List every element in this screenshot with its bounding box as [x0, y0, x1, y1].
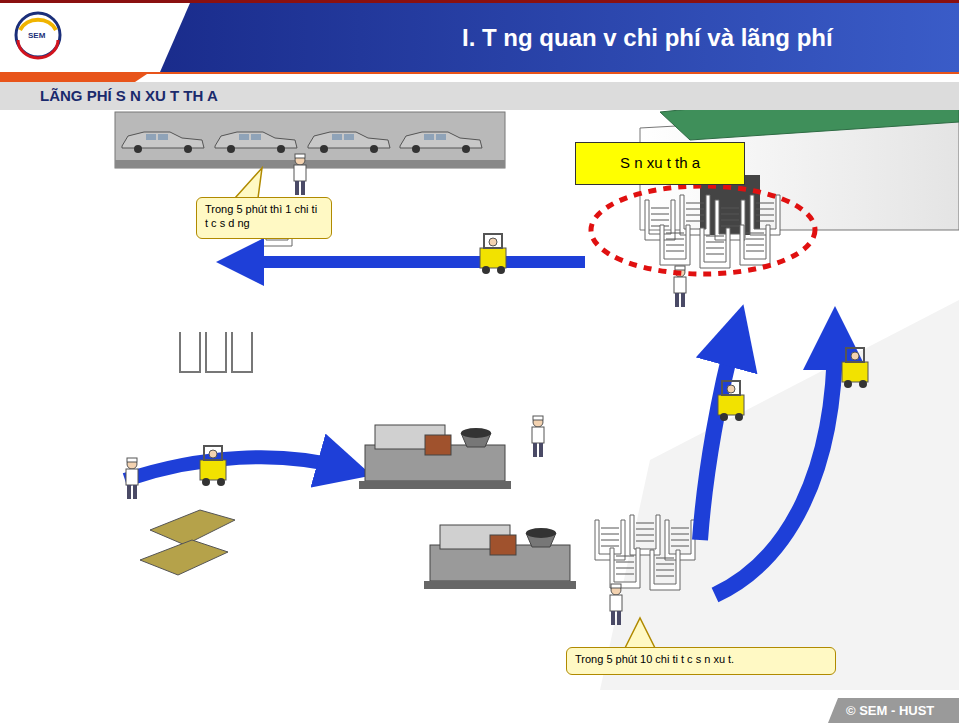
footer-text: © SEM - HUST: [846, 703, 934, 718]
node-text: Trong 5 phút thì 1 chi ti t c s d ng: [197, 198, 331, 236]
logo-text: SEM: [28, 31, 45, 40]
highlight-box: S n xu t th a: [575, 142, 745, 185]
slide-title: I. T ng quan v chi phí và lãng phí: [462, 24, 833, 52]
callout-box: Trong 5 phút thì 1 chi ti t c s d ng: [196, 197, 332, 239]
node-text: LÃNG PHÍ S N XU T TH A: [0, 82, 959, 104]
node-text: S n xu t th a: [576, 143, 744, 182]
section-band: LÃNG PHÍ S N XU T TH A: [0, 82, 959, 110]
node-text: Trong 5 phút 10 chi ti t c s n xu t.: [567, 648, 835, 672]
callout-box: Trong 5 phút 10 chi ti t c s n xu t.: [566, 647, 836, 675]
